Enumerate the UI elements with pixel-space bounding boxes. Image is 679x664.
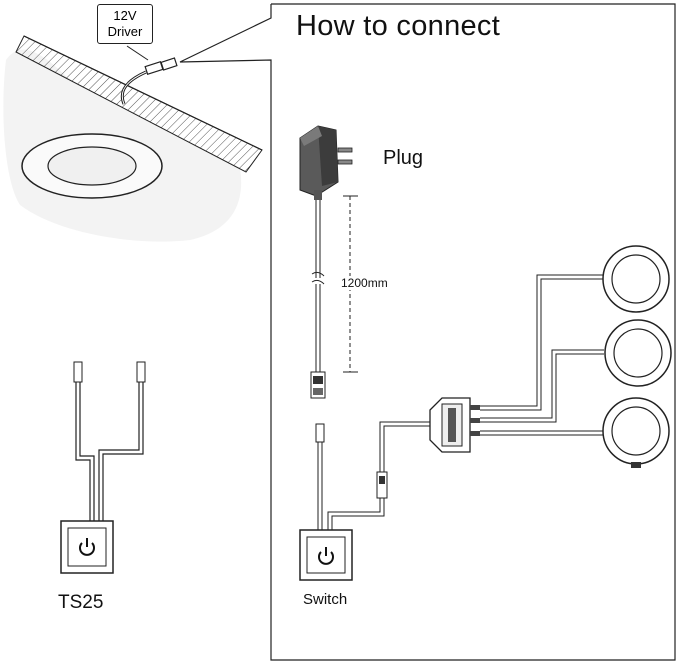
power-icon	[79, 538, 95, 556]
plug-label: Plug	[383, 147, 424, 169]
splitter-hub-icon	[429, 397, 480, 453]
driver-tag-leader	[126, 45, 149, 61]
downlight-fixture	[21, 133, 163, 199]
power-icon	[318, 547, 334, 565]
plug-adapter-icon	[299, 125, 353, 200]
plug-cable	[310, 200, 326, 399]
diagram-title: How to connect	[296, 10, 501, 42]
driver-tag: 12V Driver	[97, 4, 153, 44]
ts25-label: TS25	[58, 592, 104, 613]
ceiling-illustration	[3, 35, 263, 242]
switch-box	[299, 529, 353, 581]
light-cables	[480, 274, 604, 436]
driver-voltage: 12V	[113, 8, 137, 23]
driver-label: Driver	[107, 24, 143, 39]
puck-light-icon	[602, 397, 670, 468]
callout-frame	[179, 3, 676, 661]
switch-input-cable	[315, 421, 436, 532]
puck-light-icon	[602, 245, 670, 313]
switch-label: Switch	[303, 591, 348, 608]
cable-connector	[144, 57, 178, 76]
puck-light-icon	[604, 319, 672, 387]
ts25-switch-assembly	[60, 361, 146, 574]
cable-length-label: 1200mm	[339, 276, 390, 290]
